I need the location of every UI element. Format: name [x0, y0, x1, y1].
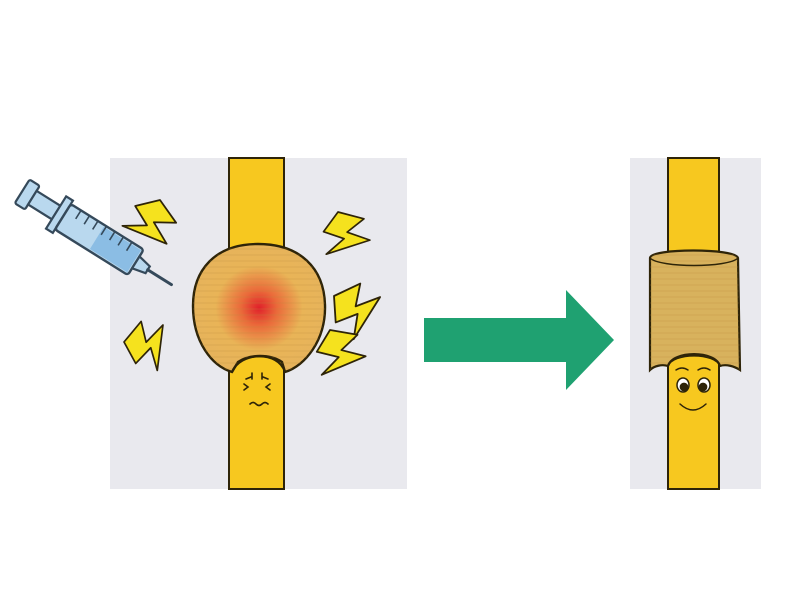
- right-arrow-icon: [424, 290, 614, 390]
- healed-sheath: [648, 249, 742, 373]
- swelling-before: [191, 242, 327, 374]
- after-panel: [630, 157, 761, 490]
- syringe-icon: [14, 179, 173, 287]
- pained-face-icon: [243, 372, 271, 407]
- before-panel: [14, 157, 407, 490]
- smiling-face-icon: [675, 367, 711, 411]
